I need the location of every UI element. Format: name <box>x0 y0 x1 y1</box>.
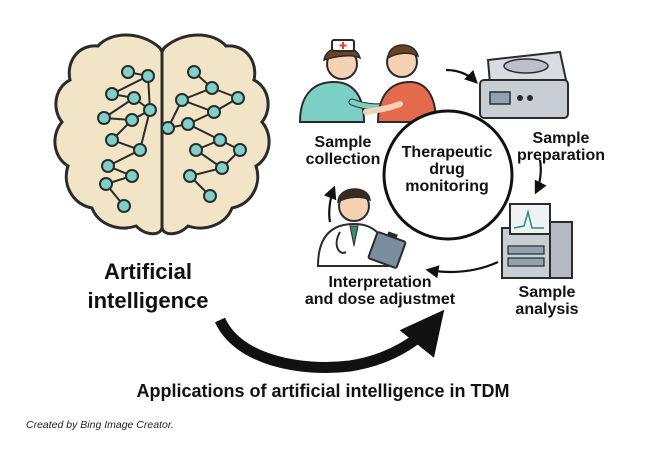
step-analysis-line2: analysis <box>515 301 579 319</box>
step-sample-analysis: Sample analysis <box>504 284 590 319</box>
ai-label-line1: Artificial <box>103 259 193 284</box>
centrifuge-icon <box>479 50 569 119</box>
ai-to-tdm-arrow <box>214 309 445 373</box>
step-sample-collection: Sample collection <box>300 134 386 169</box>
figure-caption: Applications of artificial intelligence … <box>136 381 510 401</box>
step-interpretation: Interpretation and dose adjustmet <box>290 274 470 309</box>
step-preparation-line1: Sample <box>532 130 590 147</box>
ai-label-line2: intelligence <box>87 287 209 313</box>
nurse-icon <box>298 39 390 123</box>
step-sample-preparation: Sample preparation <box>506 130 616 165</box>
brain-icon <box>53 33 271 236</box>
step-collection-line2: collection <box>305 151 381 169</box>
clipboard-icon <box>367 231 407 269</box>
center-line2: drug <box>429 160 465 178</box>
center-line3: monitoring <box>405 177 489 195</box>
image-credit: Created by Bing Image Creator. <box>26 419 174 431</box>
tdm-center-label: Therapeutic drug monitoring <box>393 144 501 195</box>
step-analysis-line1: Sample <box>518 284 576 301</box>
doctor-icon <box>316 188 390 267</box>
tdm-circle <box>382 109 514 241</box>
analyzer-icon <box>501 203 573 279</box>
ai-label: Artificial intelligence <box>48 258 248 315</box>
step-collection-line1: Sample <box>314 134 372 151</box>
patient-icon <box>363 44 438 123</box>
step-interpretation-line1: Interpretation <box>328 274 432 291</box>
center-line1: Therapeutic <box>401 144 493 161</box>
step-interpretation-line2: and dose adjustmet <box>304 291 456 309</box>
cycle-arrows <box>323 68 547 279</box>
step-preparation-line2: preparation <box>516 147 605 165</box>
